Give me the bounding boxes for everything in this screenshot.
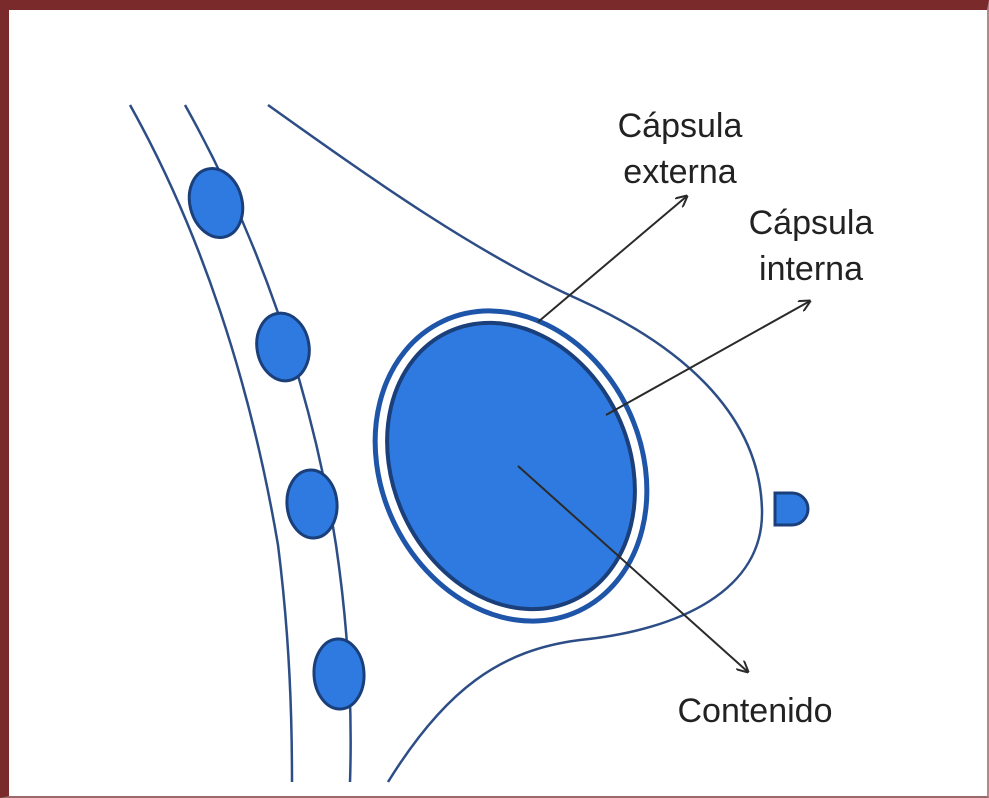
cell-bud (773, 491, 810, 527)
inner-capsule (385, 320, 637, 612)
inner-capsule-label-line-2: interna (759, 250, 863, 288)
vessel-nucleus-2 (255, 311, 311, 383)
vessel-wall-left (128, 104, 294, 783)
vessel-nucleus-4 (312, 637, 366, 711)
inner-capsule-label-line-1: Cápsula (748, 204, 874, 242)
content-label: Contenido (655, 688, 855, 734)
outer-capsule-label-line-2: externa (623, 153, 737, 191)
vessel-nucleus-3 (285, 468, 339, 540)
inner-capsule-arrow (605, 301, 810, 416)
cell-body-outline (267, 103, 764, 783)
outer-capsule-arrow (537, 196, 687, 323)
content-arrow (517, 465, 748, 672)
content-label-text: Contenido (677, 692, 833, 730)
inner-capsule-label: Cápsula interna (726, 200, 896, 292)
outer-capsule-label-line-1: Cápsula (617, 107, 743, 145)
outer-capsule-label: Cápsula externa (595, 103, 765, 195)
vessel-nucleus-1 (187, 167, 245, 239)
